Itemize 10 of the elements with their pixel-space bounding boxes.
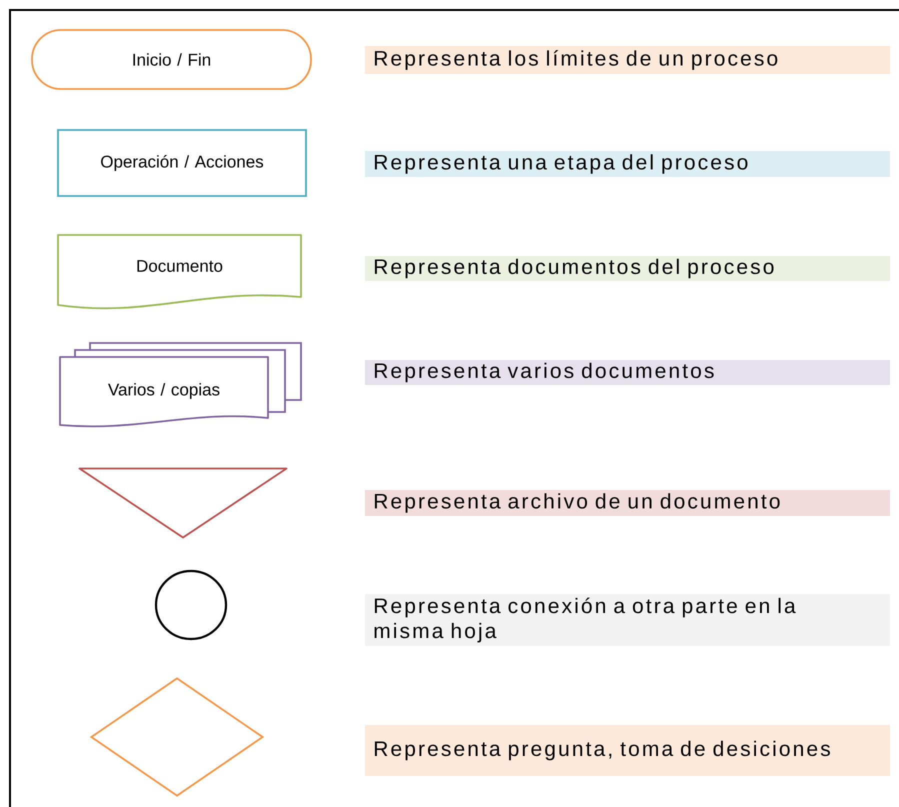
- description-band: Representa pregunta, toma de desiciones: [365, 725, 890, 776]
- process-box: Operación / Acciones: [57, 129, 307, 197]
- description-band: Representa archivo de un documento: [365, 490, 890, 516]
- description-band: Representa documentos del proceso: [365, 256, 890, 281]
- circle-symbol: [154, 570, 228, 640]
- description-band: Representa los límites de un proceso: [365, 46, 890, 74]
- description-band: Representa una etapa del proceso: [365, 151, 890, 177]
- triangle-symbol: [78, 468, 288, 538]
- description-band: Representa conexión a otra parte en la misma hoja: [365, 594, 890, 646]
- description-band: Representa varios documentos: [365, 360, 890, 385]
